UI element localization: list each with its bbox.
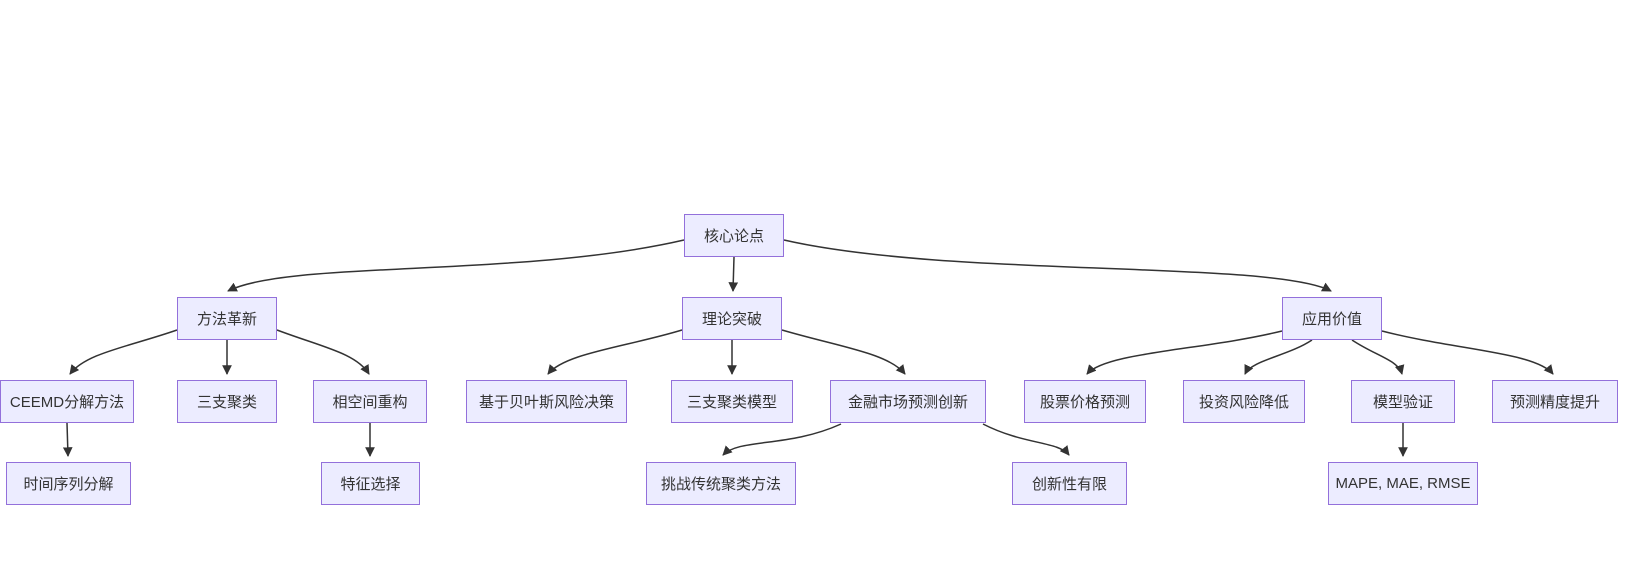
node-time-series-decomposition: 时间序列分解 — [6, 462, 131, 505]
node-prediction-accuracy-improvement: 预测精度提升 — [1492, 380, 1618, 423]
edge-core-to-method-innovation — [227, 239, 685, 292]
node-feature-selection: 特征选择 — [321, 462, 420, 505]
node-three-way-clustering: 三支聚类 — [177, 380, 277, 423]
edge-theory-to-financial-innovation — [781, 329, 906, 375]
edge-ceemd-to-time-series — [62, 422, 73, 457]
node-phase-space-reconstruction: 相空间重构 — [313, 380, 427, 423]
edge-core-to-theory-breakthrough — [728, 256, 739, 292]
edge-application-to-stock-price — [1086, 330, 1283, 375]
node-model-validation: 模型验证 — [1351, 380, 1455, 423]
edge-financial-to-challenge-clustering — [722, 423, 842, 456]
edge-method-to-ceemd — [69, 329, 178, 375]
node-three-way-clustering-model: 三支聚类模型 — [671, 380, 793, 423]
node-investment-risk-reduction: 投资风险降低 — [1183, 380, 1305, 423]
node-method-innovation: 方法革新 — [177, 297, 277, 340]
node-limited-novelty: 创新性有限 — [1012, 462, 1127, 505]
edge-theory-to-bayesian — [547, 329, 683, 375]
edge-application-to-accuracy — [1381, 330, 1554, 375]
edge-application-to-model-validation — [1351, 339, 1405, 375]
edge-application-to-investment-risk — [1244, 339, 1313, 375]
node-core-thesis: 核心论点 — [684, 214, 784, 257]
edge-core-to-application-value — [783, 239, 1332, 292]
node-theory-breakthrough: 理论突破 — [682, 297, 782, 340]
node-bayesian-risk-decision: 基于贝叶斯风险决策 — [466, 380, 627, 423]
node-challenge-traditional-clustering: 挑战传统聚类方法 — [646, 462, 796, 505]
node-error-metrics: MAPE, MAE, RMSE — [1328, 462, 1478, 505]
node-application-value: 应用价值 — [1282, 297, 1382, 340]
node-financial-market-forecast-innovation: 金融市场预测创新 — [830, 380, 986, 423]
node-ceemd-decomposition: CEEMD分解方法 — [0, 380, 134, 423]
edge-method-to-phase-space — [276, 329, 370, 375]
edge-financial-to-limited-novelty — [982, 423, 1070, 456]
node-stock-price-prediction: 股票价格预测 — [1024, 380, 1146, 423]
